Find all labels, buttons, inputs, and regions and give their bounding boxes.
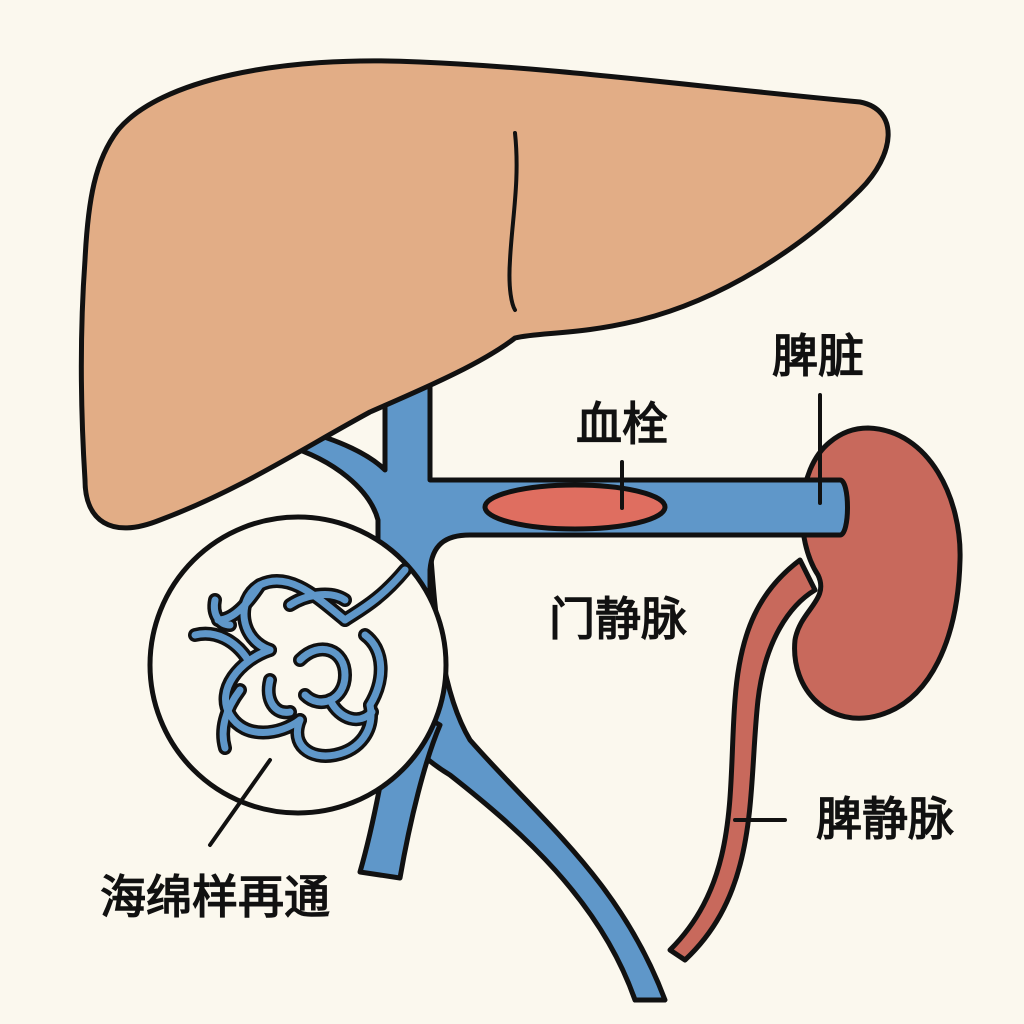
label-spleen: 脾脏 — [772, 329, 864, 383]
thrombus-shape — [482, 482, 668, 532]
liver-shape — [78, 58, 891, 531]
splenic-vein-shape — [667, 557, 818, 963]
label-thrombus: 血栓 — [576, 397, 668, 451]
label-portal-vein: 门静脉 — [549, 592, 688, 646]
leader-cavernous — [208, 758, 272, 847]
collateral-vessels — [188, 563, 412, 763]
liver-lobe-fissure — [507, 131, 519, 312]
label-splenic-vein: 脾静脉 — [816, 792, 955, 846]
label-cavernous-transformation: 海绵样再通 — [100, 870, 330, 924]
